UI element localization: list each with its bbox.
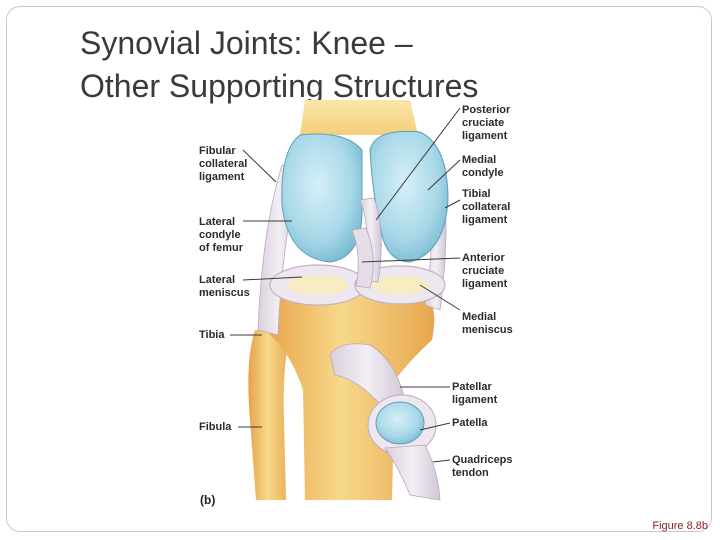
anterior-cruciate-shape: [351, 227, 374, 289]
title-line-2: Other Supporting Structures: [80, 68, 479, 104]
label-lateral-condyle-of-femur: Lateral condyle of femur: [199, 216, 243, 254]
label-patellar-ligament: Patellar ligament: [452, 381, 498, 406]
label-fibular-collateral-ligament: Fibular collateral ligament: [199, 145, 248, 183]
leader-medial-meniscus: [419, 284, 461, 311]
title-line-1: Synovial Joints: Knee –: [80, 25, 413, 61]
femur-shaft: [300, 100, 418, 135]
label-quadriceps-tendon: Quadriceps tendon: [452, 454, 513, 479]
fibula-bone: [248, 330, 292, 500]
label-lateral-meniscus: Lateral meniscus: [199, 274, 250, 299]
label-fibula: Fibula: [199, 421, 232, 433]
patellar-ligament-shape: [329, 343, 406, 411]
leader-lateral-meniscus: [242, 276, 303, 281]
label-tibia: Tibia: [199, 329, 225, 341]
leader-posterior-cruciate: [375, 107, 461, 221]
label-patella: Patella: [452, 417, 488, 429]
label-tibial-collateral-ligament: Tibial collateral ligament: [462, 188, 511, 226]
label-medial-meniscus: Medial meniscus: [462, 311, 513, 336]
medial-meniscus-inner: [372, 276, 428, 294]
leader-anterior-cruciate: [361, 257, 461, 263]
panel-letter: (b): [200, 493, 216, 507]
leader-patella: [419, 422, 451, 431]
patella-cartilage: [375, 401, 425, 445]
leader-fibular-collateral: [242, 149, 277, 183]
lateral-condyle-cartilage: [281, 133, 363, 263]
label-anterior-cruciate-ligament: Anterior cruciate ligament: [462, 252, 508, 290]
leader-quadriceps-tendon: [432, 459, 451, 463]
quadriceps-tendon-shape: [384, 444, 441, 501]
label-posterior-cruciate-ligament: Posterior cruciate ligament: [462, 104, 511, 142]
lateral-meniscus-inner: [288, 275, 348, 295]
medial-condyle-cartilage: [369, 130, 449, 263]
leader-medial-condyle: [427, 159, 461, 191]
slide-title: Synovial Joints: Knee – Other Supporting…: [80, 22, 680, 108]
slide-frame: [6, 6, 712, 532]
figure-caption: Figure 8.8b: [652, 520, 708, 532]
label-medial-condyle: Medial condyle: [462, 154, 504, 179]
leader-tibial-collateral: [444, 199, 461, 209]
